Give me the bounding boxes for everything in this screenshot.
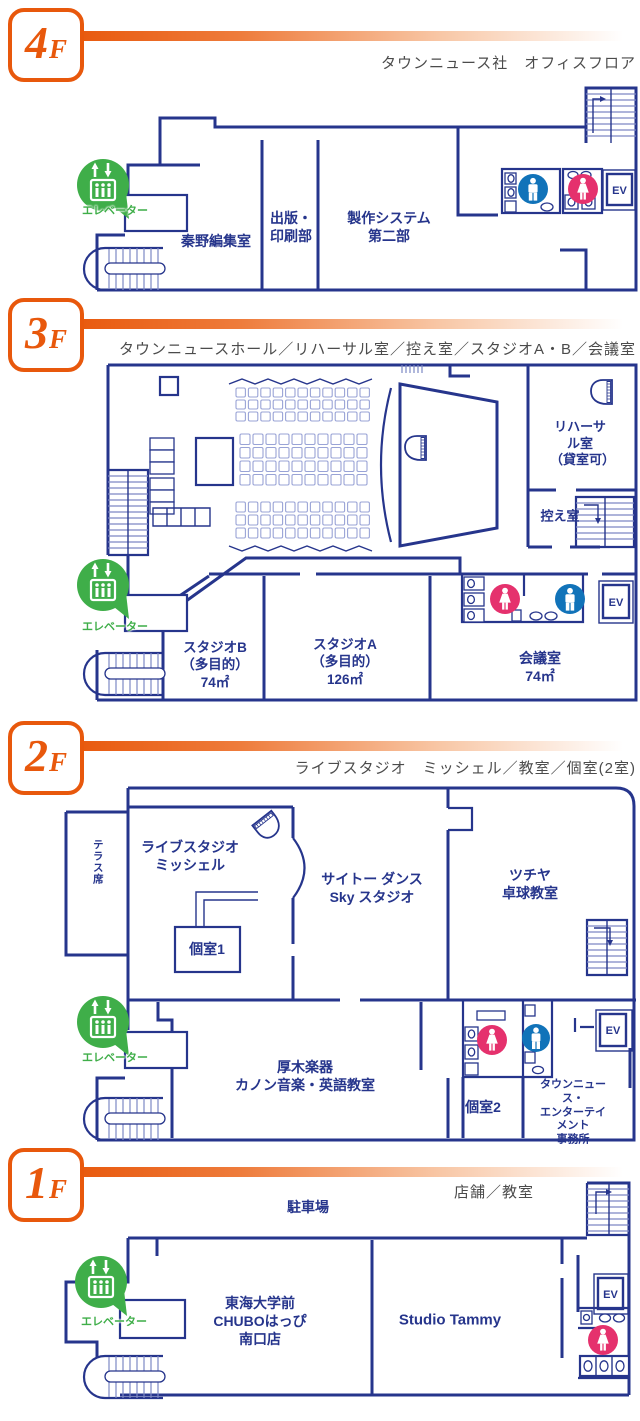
room-label-saito-dance-sky-studio: サイトー ダンス Sky スタジオ	[321, 871, 423, 905]
walls	[64, 786, 636, 1142]
piano-icon	[404, 435, 427, 461]
floor-suffix: F	[48, 747, 67, 777]
stairs-icon	[574, 495, 636, 549]
room-label-waiting-room: 控え室	[540, 508, 580, 524]
floor-divider-line	[70, 1167, 640, 1177]
room-label-studio-tammy: Studio Tammy	[398, 1311, 502, 1329]
elevator-icon	[77, 159, 129, 219]
elevator-label: エレベーター	[82, 621, 148, 633]
floor-subtitle-1f: 店舗／教室	[453, 1184, 534, 1201]
room-label-studio-a: スタジオA （多目的） 126㎡	[311, 637, 379, 687]
toilet-woman-icon	[490, 584, 520, 614]
room-label-private-room-1: 個室1	[189, 941, 225, 958]
spiral-stairs-icon	[82, 246, 166, 292]
toilet-man-icon	[518, 174, 548, 204]
ev-label: EV	[606, 1025, 621, 1037]
floor-number: 1	[24, 1157, 48, 1208]
room-label-publishing-printing-dept: 出版・ 印刷部	[270, 210, 312, 244]
floor-plan-2f: EV	[64, 786, 636, 1142]
floor-divider-line	[70, 31, 640, 41]
room-label-atsugi-gakki-kanon: 厚木楽器 カノン音楽・英語教室	[235, 1059, 375, 1093]
room-label-parking-lot: 駐車場	[287, 1199, 329, 1216]
elevator-shaft	[123, 193, 189, 233]
elevator-shaft	[123, 1030, 189, 1070]
room-label-hadano-editing-room: 秦野編集室	[181, 233, 251, 250]
stairs-icon	[108, 468, 211, 557]
floor-plan-1f: EV	[64, 1181, 631, 1400]
room-label-terrace-seats: テラス席	[91, 839, 104, 885]
restroom-men	[500, 167, 562, 215]
restroom-women	[561, 167, 604, 215]
toilet-man-icon	[555, 584, 585, 614]
spiral-stairs-icon	[82, 1096, 166, 1142]
hall-side-tables	[149, 437, 175, 515]
elevator-label: エレベーター	[82, 205, 148, 217]
floor-subtitle-4f: タウンニュース社 オフィスフロア	[381, 55, 636, 72]
walls	[95, 86, 638, 292]
stage	[379, 365, 499, 548]
piano-icon	[590, 379, 613, 405]
room-label-meeting-room: 会議室 74㎡	[519, 650, 561, 684]
ev-label: EV	[603, 1289, 618, 1301]
toilet-woman-icon	[588, 1325, 618, 1355]
spiral-stairs-icon	[82, 1354, 166, 1400]
floor-plan-3f: EV	[77, 363, 638, 702]
floor-suffix: F	[48, 1174, 67, 1204]
private-room-1-box	[173, 925, 242, 974]
room-label-chubo-happi-minamiguchi: 東海大学前 CHUBOはっぴ 南口店	[213, 1295, 307, 1347]
room-label-tsuchiya-table-tennis: ツチヤ 卓球教室	[502, 867, 558, 901]
room-label-townnews-entertainment-office: タウンニュース・ エンターテイメント 事務所	[540, 1078, 606, 1146]
floor-suffix: F	[48, 34, 67, 64]
ev-label: EV	[612, 185, 627, 197]
control-booth	[194, 436, 235, 487]
ev-box: EV	[573, 1009, 633, 1052]
elevator-icon	[77, 559, 129, 619]
floor-divider-line	[70, 741, 640, 751]
toilet-man-icon	[522, 1024, 550, 1052]
hall-booth-box	[158, 375, 180, 397]
floor-subtitle-3f: タウンニュースホール／リハーサル室／控え室／スタジオA・B／会議室	[119, 341, 636, 358]
restrooms	[461, 1000, 554, 1079]
ev-box: EV	[602, 169, 636, 211]
elevator-label: エレベーター	[81, 1316, 147, 1328]
restrooms	[460, 574, 585, 624]
stairs-icon	[585, 918, 629, 977]
room-label-private-room-2: 個室2	[465, 1099, 501, 1116]
floor-number: 4	[24, 17, 48, 68]
stairs-icon	[587, 1183, 629, 1235]
room-label-live-studio-michel: ライブスタジオ ミッシェル	[141, 839, 239, 873]
restroom-women	[578, 1306, 631, 1378]
stairs-icon	[586, 88, 636, 143]
floor-plan-4f: EV	[77, 86, 638, 292]
spiral-stairs-icon	[82, 651, 166, 697]
floor-number: 2	[24, 730, 48, 781]
toilet-woman-icon	[568, 174, 598, 204]
walls	[64, 1181, 631, 1397]
room-label-studio-b: スタジオB （多目的） 74㎡	[181, 640, 249, 690]
elevator-icon	[75, 1256, 127, 1316]
ev-box: EV	[598, 580, 634, 624]
toilet-woman-icon	[477, 1025, 507, 1055]
floor-number: 3	[24, 307, 48, 358]
hall-seating	[228, 378, 373, 552]
piano-icon	[251, 809, 280, 839]
ev-box: EV	[593, 1273, 629, 1315]
elevator-shaft	[123, 593, 189, 633]
ev-label: EV	[609, 597, 624, 609]
floor-divider-line	[70, 319, 640, 329]
elevator-icon	[77, 996, 129, 1056]
room-label-production-system-dept2: 製作システム 第二部	[347, 210, 431, 244]
room-label-rehearsal-room: リハーサル室 （貸室可）	[550, 419, 616, 468]
elevator-label: エレベーター	[82, 1052, 148, 1064]
floor-suffix: F	[48, 324, 67, 354]
floor-subtitle-2f: ライブスタジオ ミッシェル／教室／個室(2室)	[294, 760, 636, 777]
elevator-shaft	[118, 1298, 187, 1340]
